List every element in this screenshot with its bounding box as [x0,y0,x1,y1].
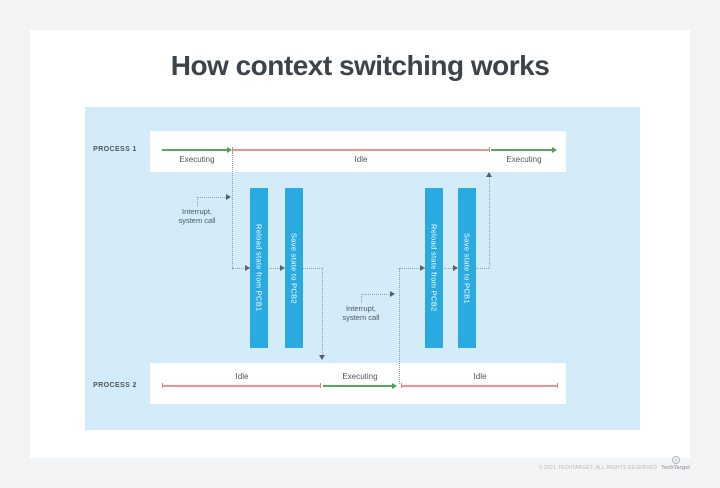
timeline-tick [557,383,558,388]
pcb-bar: Save state to PCB1 [458,188,476,348]
interrupt-label-line1: Interrupt, [345,304,376,313]
pcb-bar-label: Reload state from PCB1 [254,224,264,312]
arrowhead-gray-icon [390,291,395,297]
segment-label: Executing [342,372,378,381]
arrowhead-gray-icon [280,265,285,271]
process1-track [150,131,566,172]
segment-label: Executing [506,155,542,164]
footer: © 2021 TECHTARGET, ALL RIGHTS RESERVED T… [440,456,690,471]
interrupt-label: Interrupt, system call [326,304,396,322]
connector-line [399,268,489,269]
pcb-bar: Save state to PCB2 [285,188,303,348]
pcb-bar-label: Save state to PCB2 [289,232,299,304]
arrowhead-gray-icon [453,265,458,271]
pcb-bar-label: Save state to PCB1 [462,232,472,304]
segment-label: Idle [235,372,249,381]
timeline-tick [232,147,233,152]
timeline-tick [401,383,402,388]
techtarget-logo-icon [671,456,680,464]
connector-line [399,268,400,384]
process2-executing-segment [323,385,393,387]
leader-line [361,294,362,303]
arrowhead-green-icon [227,147,232,153]
timeline-tick [320,383,321,388]
connector-line [232,268,322,269]
process1-executing-segment [162,149,228,151]
arrowhead-up-icon [486,172,492,177]
process2-idle-segment [162,385,321,387]
arrowhead-down-icon [319,355,325,360]
interrupt-label-line2: system call [342,313,380,322]
connector-line [322,268,323,357]
process2-label: PROCESS 2 [93,382,137,389]
page-title: How context switching works [170,50,550,81]
process1-idle-segment [232,149,490,151]
copyright-text: © 2021 TECHTARGET, ALL RIGHTS RESERVED [538,465,658,471]
interrupt-label: Interrupt, system call [162,207,232,225]
connector-line [232,152,233,268]
arrowhead-green-icon [552,147,557,153]
leader-line [197,197,225,198]
pcb-bar-label: Reload state from PCB2 [429,224,439,312]
process2-idle-segment [401,385,558,387]
interrupt-label-line2: system call [178,216,216,225]
arrowhead-gray-icon [420,265,425,271]
process1-label: PROCESS 1 [93,146,137,153]
leader-line [197,197,198,206]
connector-line [489,176,490,268]
segment-label: Idle [354,155,368,164]
leader-line [361,294,389,295]
brand-block: TechTarget [661,456,690,471]
arrowhead-gray-icon [245,265,250,271]
process2-track [150,363,566,404]
timeline-tick [162,383,163,388]
arrowhead-gray-icon [226,194,231,200]
brand-name: TechTarget [661,465,690,471]
segment-label: Executing [179,155,215,164]
pcb-bar: Reload state from PCB1 [250,188,268,348]
segment-label: Idle [473,372,487,381]
interrupt-label-line1: Interrupt, [181,207,212,216]
arrowhead-green-icon [392,383,397,389]
process1-executing-segment [491,149,552,151]
pcb-bar: Reload state from PCB2 [425,188,443,348]
timeline-tick [489,147,490,152]
